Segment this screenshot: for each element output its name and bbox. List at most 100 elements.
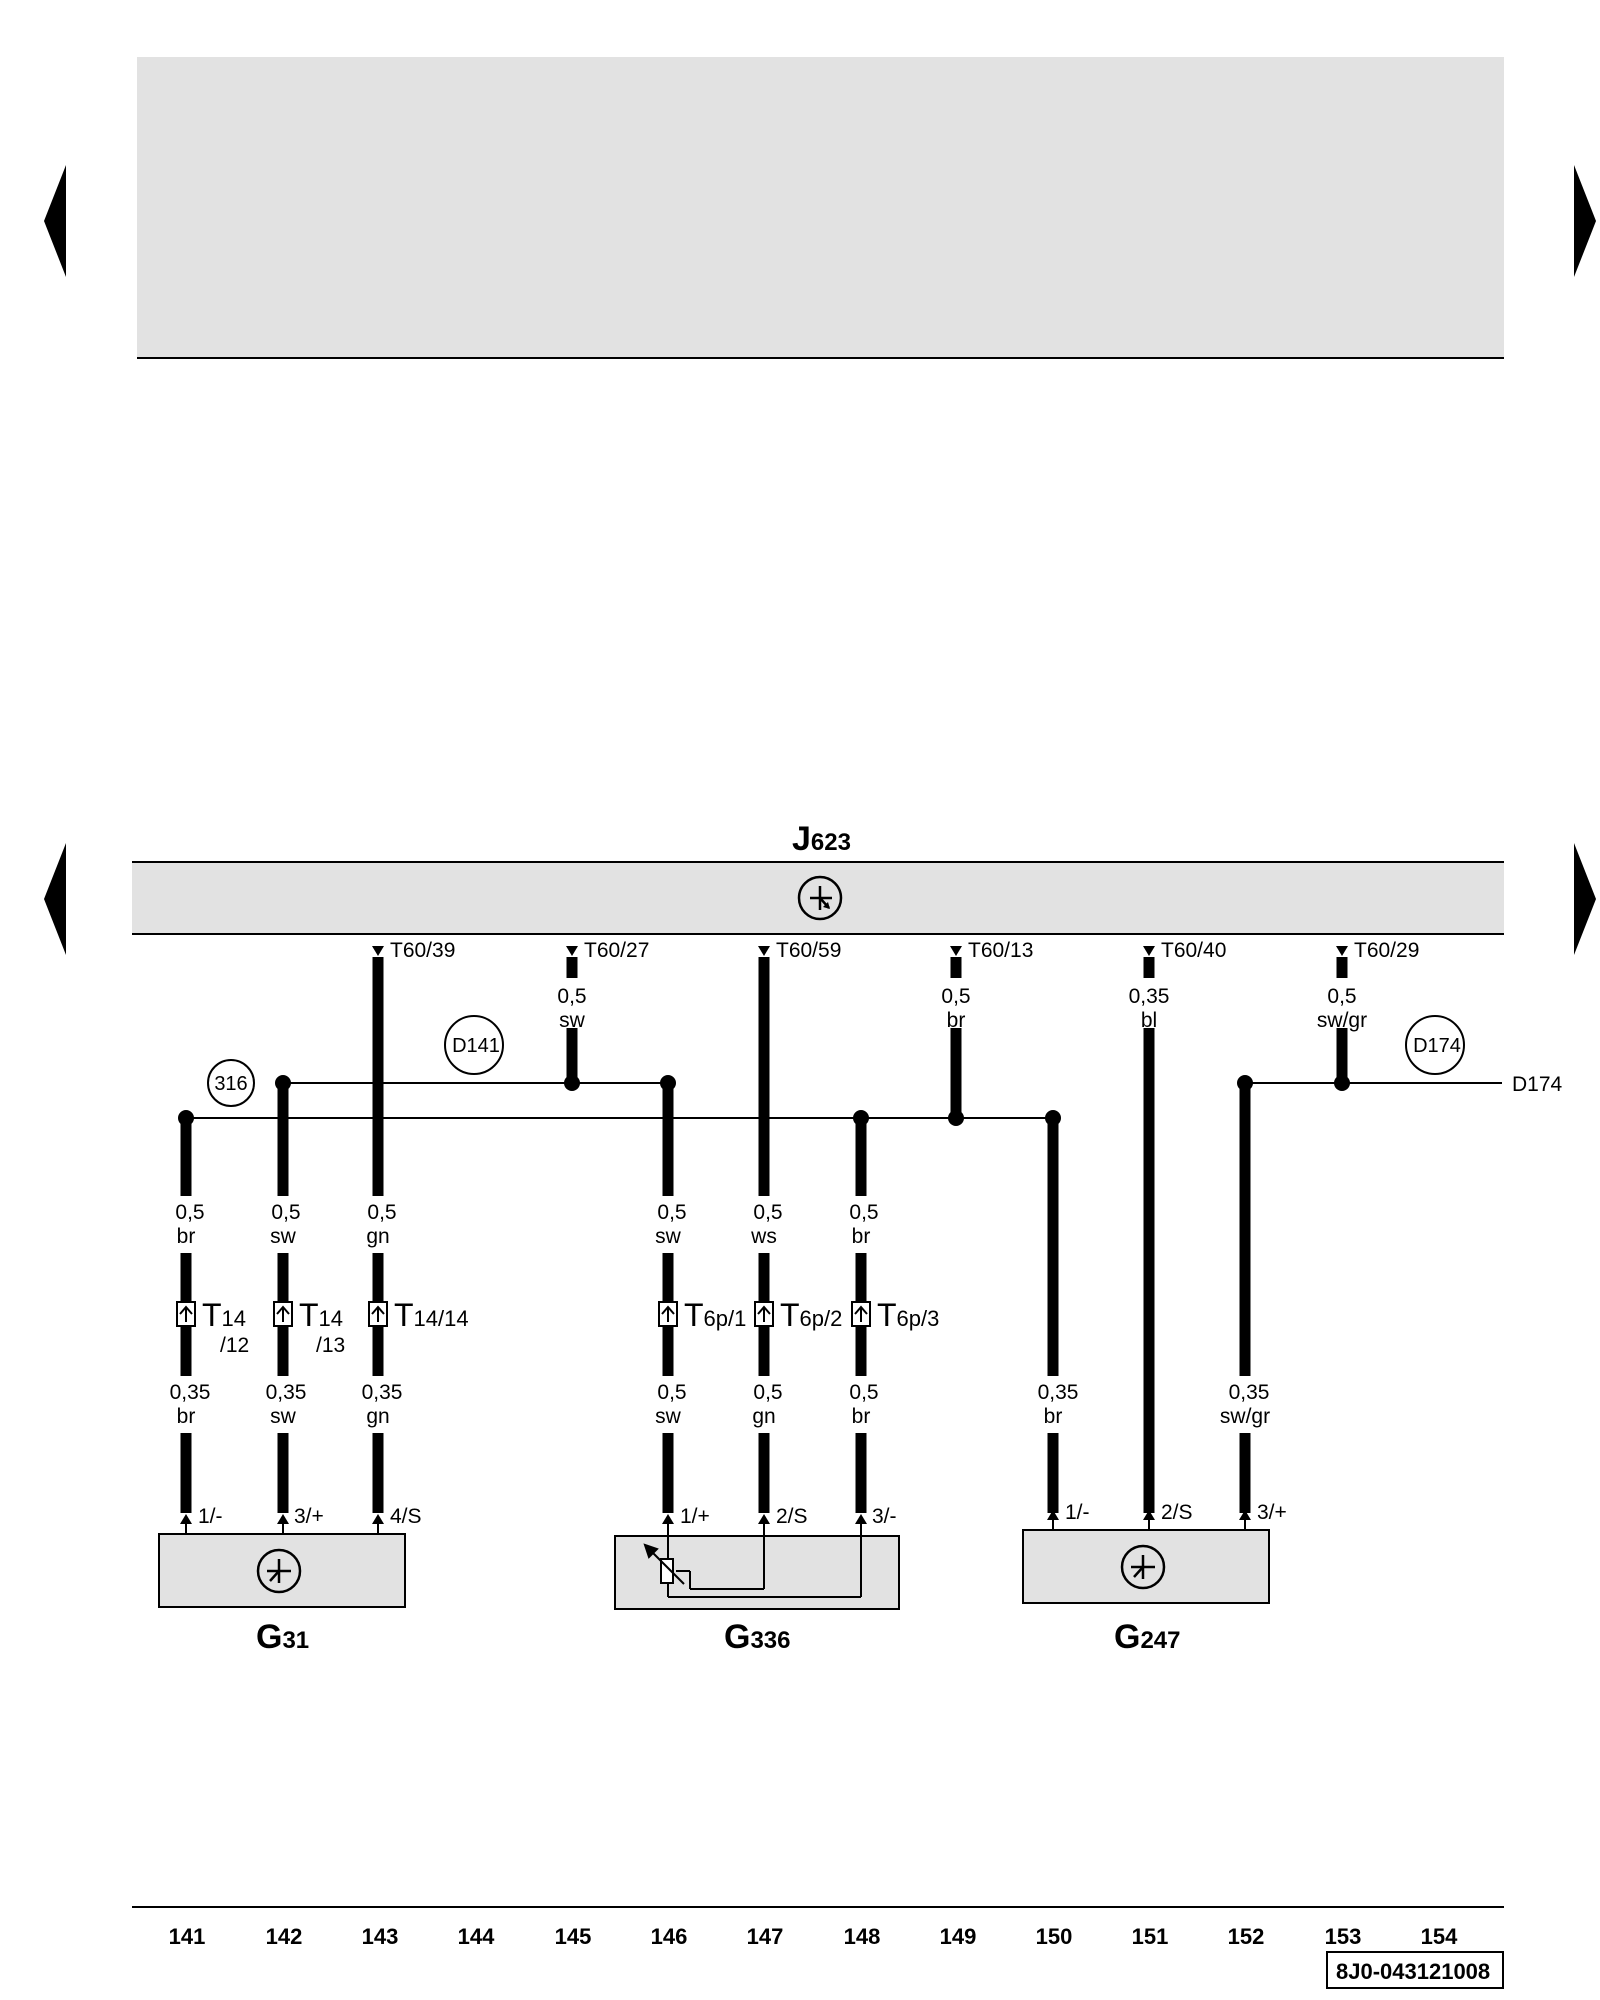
svg-text:0,5: 0,5 [753, 1201, 782, 1224]
svg-text:sw: sw [655, 1405, 682, 1428]
svg-text:0,5: 0,5 [849, 1381, 878, 1404]
pin-t60-27: T60/27 [566, 939, 649, 962]
component-pin-arrows [180, 1510, 1251, 1524]
svg-text:G31: G31 [256, 1618, 309, 1656]
svg-text:br: br [852, 1405, 871, 1428]
sensor-icon [256, 1548, 302, 1594]
svg-text:0,35: 0,35 [362, 1381, 403, 1404]
top-panel [137, 57, 1504, 357]
svg-text:gn: gn [752, 1405, 775, 1428]
svg-text:0,5: 0,5 [271, 1201, 300, 1224]
svg-text:sw/gr: sw/gr [1317, 1009, 1367, 1032]
pin-wire-labels: 0,5 sw 0,5 br 0,35 bl 0,5 sw/gr [557, 985, 1367, 1032]
svg-text:/13: /13 [316, 1334, 345, 1357]
label-gaps [160, 1196, 1290, 1433]
svg-text:3/+: 3/+ [294, 1505, 324, 1528]
bus-lines [186, 1082, 1502, 1119]
prev-page-arrow[interactable] [44, 843, 66, 955]
svg-text:G247: G247 [1114, 1618, 1181, 1656]
svg-text:141: 141 [169, 1924, 206, 1949]
svg-text:0,35: 0,35 [1038, 1381, 1079, 1404]
svg-text:0,5: 0,5 [557, 985, 586, 1008]
svg-text:0,35: 0,35 [266, 1381, 307, 1404]
svg-text:sw: sw [270, 1225, 297, 1248]
connector-labels: T14 /12 T14 /13 T14/14 T6p/1 T6p/2 T6p/3 [202, 1297, 939, 1357]
component-pin-stubs [185, 1520, 1246, 1536]
svg-text:sw/gr: sw/gr [1220, 1405, 1270, 1428]
component-g336: G336 [614, 1535, 900, 1656]
svg-text:8J0-043121008: 8J0-043121008 [1336, 1959, 1490, 1984]
svg-text:T60/59: T60/59 [776, 939, 841, 962]
svg-text:T6p/1: T6p/1 [684, 1297, 746, 1333]
svg-text:sw: sw [559, 1009, 586, 1032]
upper-wire-labels: 0,5 br 0,5 sw 0,5 gn 0,5 sw 0,5 ws 0,5 b… [175, 1201, 878, 1248]
svg-text:142: 142 [266, 1924, 303, 1949]
svg-text:154: 154 [1421, 1924, 1458, 1949]
svg-text:153: 153 [1325, 1924, 1362, 1949]
svg-text:150: 150 [1036, 1924, 1073, 1949]
document-number: 8J0-043121008 [1326, 1951, 1504, 1989]
component-g31: G31 [158, 1533, 406, 1656]
next-page-arrow[interactable] [1574, 843, 1596, 955]
potentiometer-icon [643, 1536, 862, 1598]
component-pin-labels: 1/- 3/+ 4/S 1/+ 2/S 3/- 1/- 2/S 3/+ [198, 1501, 1287, 1528]
d174-reference: D174 [1512, 1073, 1563, 1096]
svg-text:145: 145 [555, 1924, 592, 1949]
svg-text:2/S: 2/S [776, 1505, 808, 1528]
pin-t60-59: T60/59 [758, 939, 841, 962]
svg-text:0,5: 0,5 [941, 985, 970, 1008]
svg-text:T60/29: T60/29 [1354, 939, 1419, 962]
next-page-arrow-top[interactable] [1574, 165, 1596, 277]
svg-text:T60/27: T60/27 [584, 939, 649, 962]
pin-t60-29: T60/29 [1336, 939, 1419, 962]
svg-text:1/-: 1/- [1065, 1501, 1090, 1524]
connector-arrows [179, 1305, 868, 1322]
pin-t60-39: T60/39 [372, 939, 455, 962]
svg-text:T14: T14 [299, 1297, 343, 1333]
svg-text:4/S: 4/S [390, 1505, 422, 1528]
sensor-symbol-icon [797, 875, 843, 921]
sensor-icon [1120, 1544, 1166, 1590]
svg-text:0,5: 0,5 [849, 1201, 878, 1224]
node-d141: D141 [444, 1015, 504, 1075]
svg-text:3/+: 3/+ [1257, 1501, 1287, 1524]
svg-text:T6p/3: T6p/3 [877, 1297, 939, 1333]
svg-text:T60/40: T60/40 [1161, 939, 1226, 962]
svg-text:br: br [177, 1225, 196, 1248]
svg-text:147: 147 [747, 1924, 784, 1949]
svg-text:sw: sw [270, 1405, 297, 1428]
svg-text:152: 152 [1228, 1924, 1265, 1949]
svg-text:148: 148 [844, 1924, 881, 1949]
svg-text:G336: G336 [724, 1618, 791, 1656]
svg-text:144: 144 [458, 1924, 495, 1949]
svg-text:146: 146 [651, 1924, 688, 1949]
svg-text:D141: D141 [452, 1035, 500, 1057]
svg-text:br: br [1044, 1405, 1063, 1428]
connector-icons [176, 1301, 871, 1327]
svg-text:0,5: 0,5 [657, 1201, 686, 1224]
svg-text:br: br [177, 1405, 196, 1428]
svg-text:143: 143 [362, 1924, 399, 1949]
svg-text:0,35: 0,35 [1129, 985, 1170, 1008]
node-316: 316 [207, 1059, 255, 1107]
svg-text:1/+: 1/+ [680, 1505, 710, 1528]
svg-text:316: 316 [214, 1073, 247, 1095]
svg-text:3/-: 3/- [872, 1505, 897, 1528]
svg-text:T60/39: T60/39 [390, 939, 455, 962]
junction-dots [178, 1075, 1350, 1126]
prev-page-arrow-top[interactable] [44, 165, 66, 277]
svg-text:0,5: 0,5 [657, 1381, 686, 1404]
component-g247: G247 [1022, 1529, 1270, 1656]
svg-text:149: 149 [940, 1924, 977, 1949]
pin-t60-40: T60/40 [1143, 939, 1226, 962]
svg-text:2/S: 2/S [1161, 1501, 1193, 1524]
svg-text:/12: /12 [220, 1334, 249, 1357]
svg-text:0,5: 0,5 [1327, 985, 1356, 1008]
lower-wire-labels: 0,35 br 0,35 sw 0,35 gn 0,5 sw 0,5 gn 0,… [170, 1381, 1271, 1428]
svg-text:0,5: 0,5 [175, 1201, 204, 1224]
pin-t60-13: T60/13 [950, 939, 1033, 962]
svg-text:T60/13: T60/13 [968, 939, 1033, 962]
svg-text:bl: bl [1141, 1009, 1157, 1032]
svg-text:T14/14: T14/14 [394, 1297, 469, 1333]
